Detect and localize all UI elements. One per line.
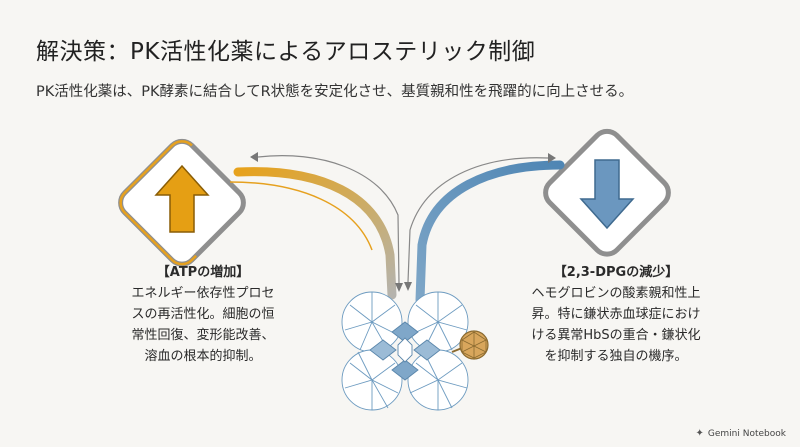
dpg-decrease-heading: 【2,3-DPGの減少】 — [553, 265, 679, 280]
dpg-line-4: を抑制する独自の機序。 — [544, 349, 688, 364]
sparkle-icon: ✦ — [695, 428, 704, 439]
up-arrow-icon — [154, 164, 210, 233]
brand-footer: ✦ Gemini Notebook — [696, 428, 786, 439]
dpg-line-3: ける異常HbSの重合・鎌状化 — [531, 328, 701, 343]
brand-label: Gemini Notebook — [707, 428, 786, 439]
right-flow-band — [404, 153, 565, 305]
atp-increase-heading: 【ATPの増加】 — [156, 265, 250, 280]
down-arrow-icon — [579, 159, 635, 230]
atp-increase-caption: 【ATPの増加】 エネルギー依存性プロセ スの再活性化。細胞の恒 常性回復、変形… — [118, 262, 288, 367]
page-subtitle: PK活性化薬は、PK酵素に結合してR状態を安定化させ、基質親和性を飛躍的に向上さ… — [36, 84, 634, 100]
pk-activator-molecule — [451, 330, 489, 360]
dpg-decrease-caption: 【2,3-DPGの減少】 ヘモグロビンの酸素親和性上 昇。特に鎌状赤血球症におけ… — [526, 262, 706, 367]
dpg-line-1: ヘモグロビンの酸素親和性上 — [531, 286, 701, 301]
dpg-line-2: 昇。特に鎌状赤血球症におけ — [531, 307, 701, 322]
left-flow-band — [229, 152, 403, 300]
page-title: 解決策：PK活性化薬によるアロステリック制御 — [36, 39, 536, 65]
atp-line-3: 常性回復、変形能改善、 — [131, 328, 275, 343]
pk-enzyme-tetramer — [341, 291, 469, 411]
atp-line-2: スの再活性化。細胞の恒 — [131, 307, 275, 322]
atp-line-4: 溶血の根本的抑制。 — [144, 349, 262, 364]
atp-line-1: エネルギー依存性プロセ — [131, 286, 275, 301]
